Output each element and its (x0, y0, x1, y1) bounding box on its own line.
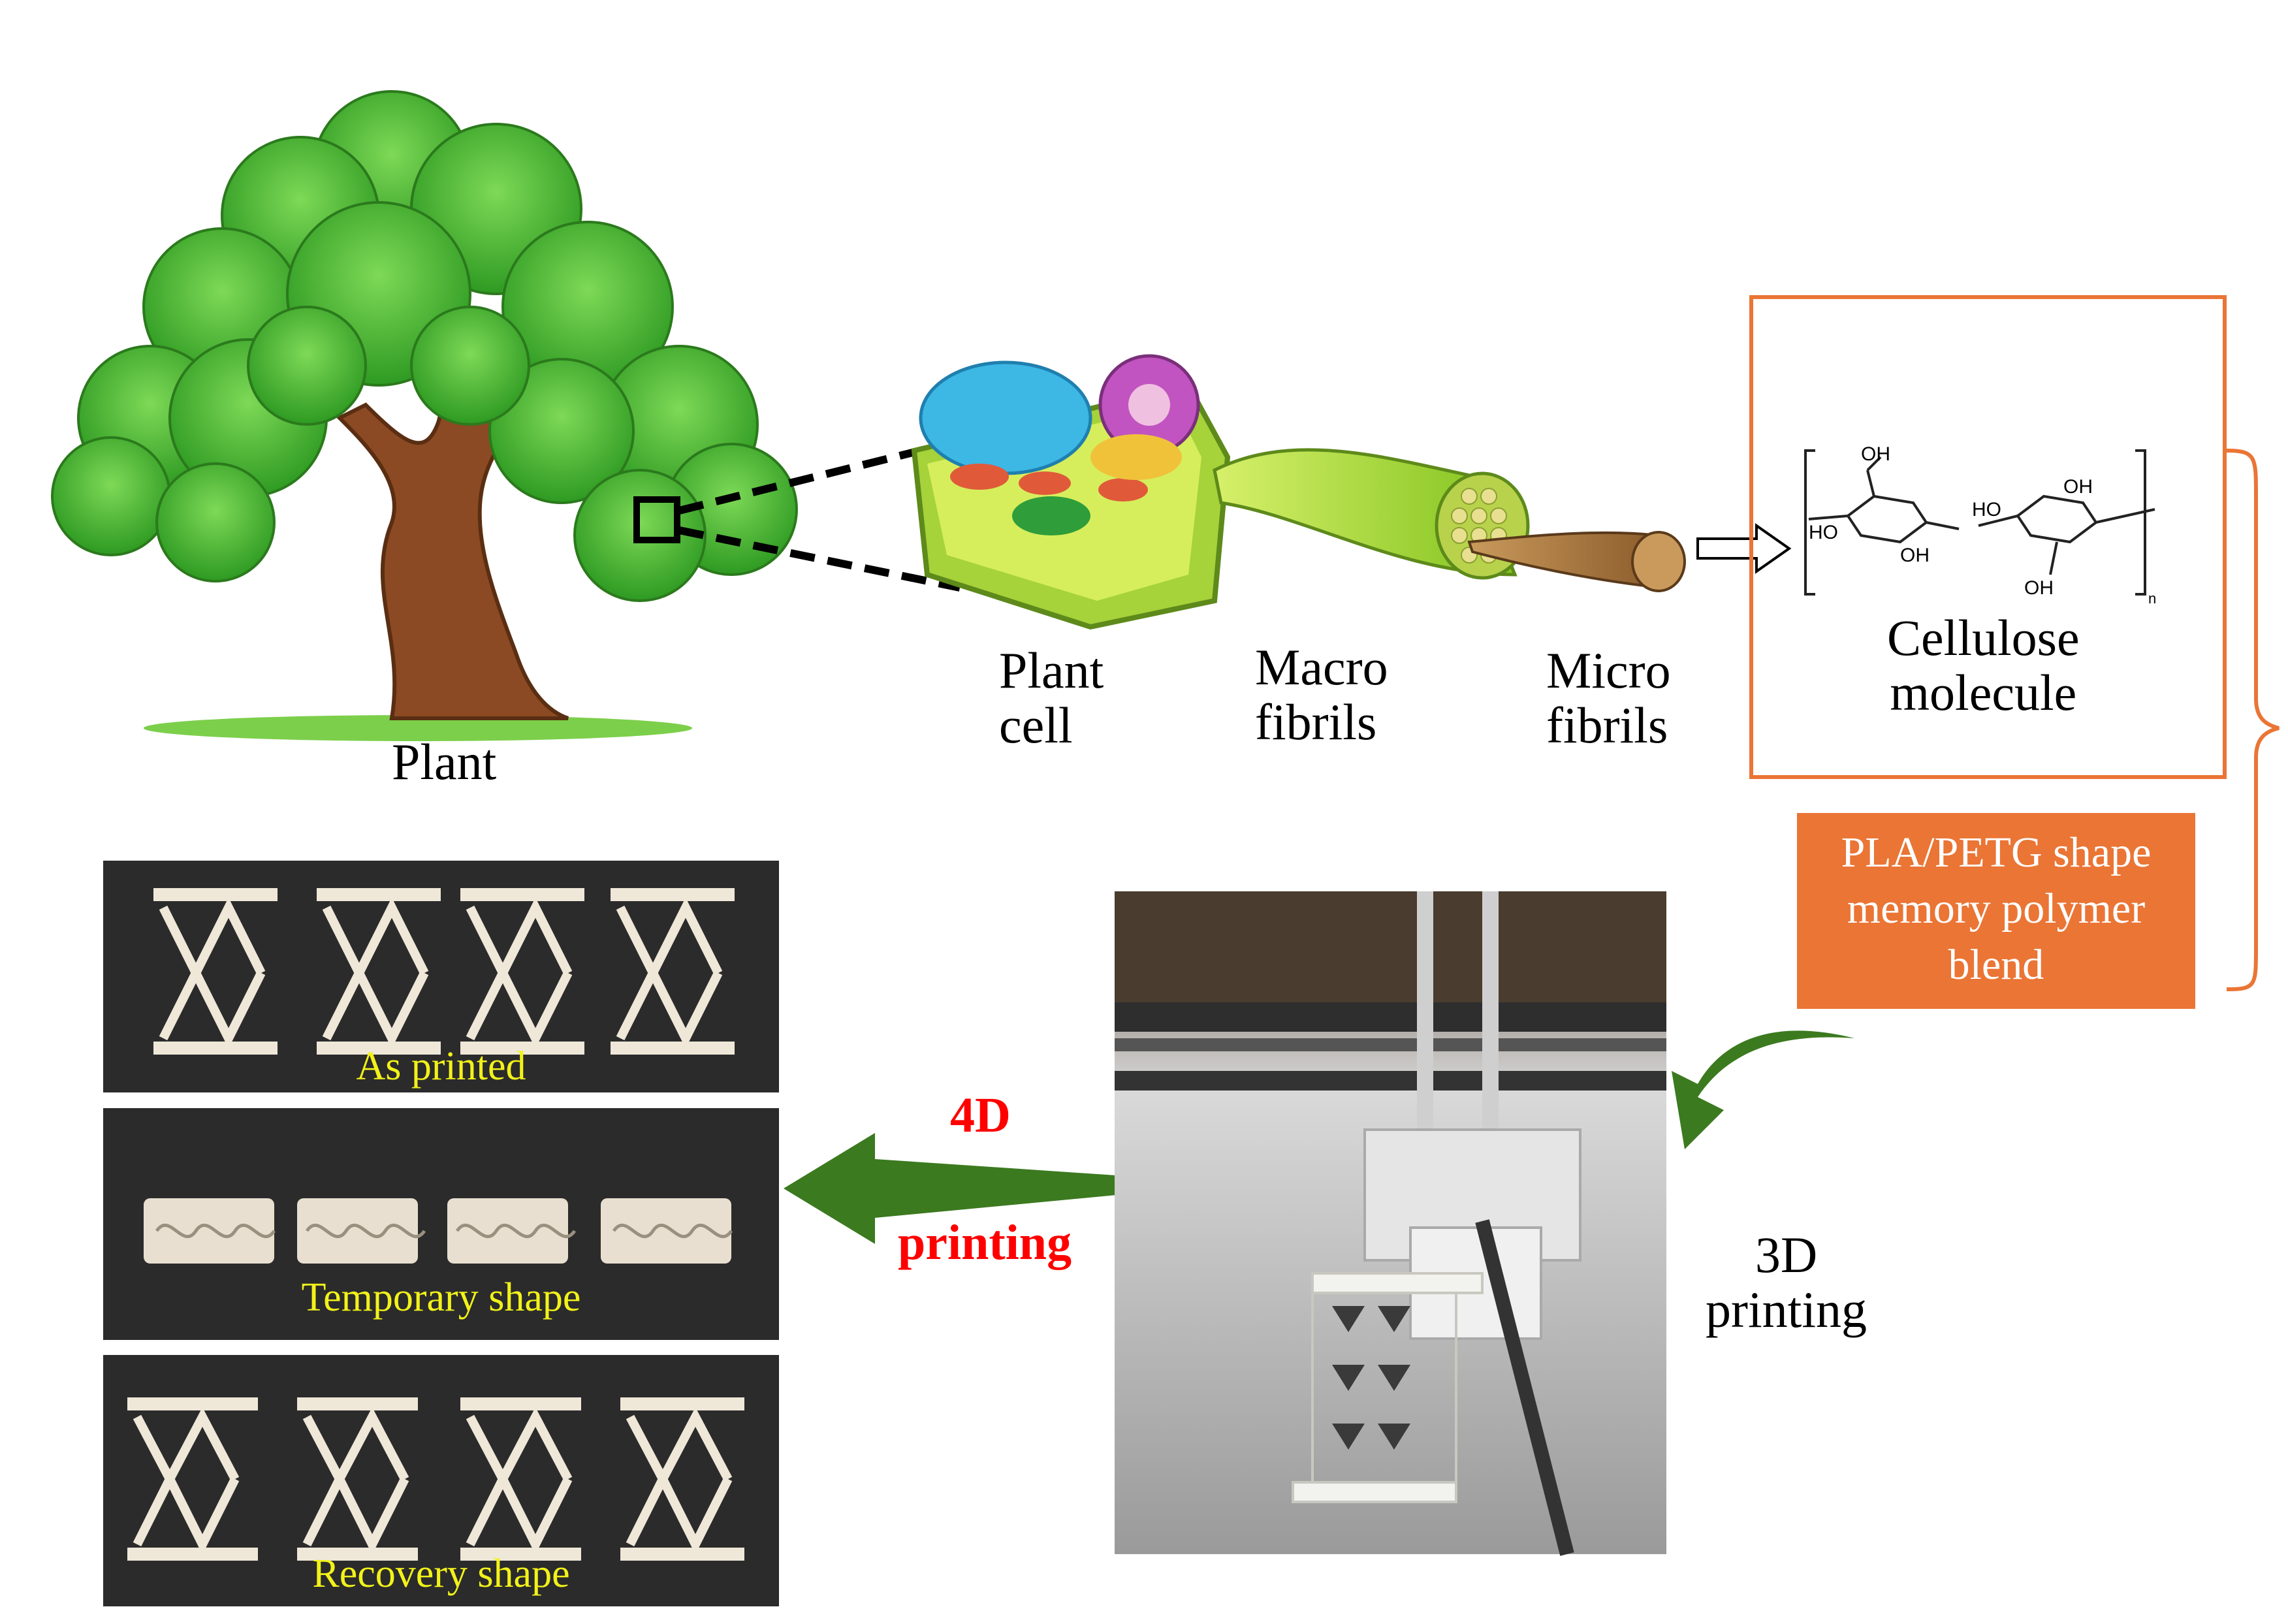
blend-box-line2: memory polymer (1847, 884, 2146, 932)
label-4d: 4D (950, 1088, 1011, 1143)
printer-photo (1115, 891, 1666, 1556)
zoom-line-top (678, 443, 935, 515)
label-macro-line1: Macro (1255, 639, 1388, 695)
caption-temporary-holder: Temporary shape (103, 1108, 779, 1340)
tree-illustration (51, 90, 961, 741)
chem-ho-mid: HO (1972, 499, 2001, 520)
micro-fibril-illustration (1467, 523, 1792, 592)
label-printing-4d: printing (898, 1215, 1072, 1270)
cellulose-structure (1804, 449, 2155, 596)
label-cellulose-line1: Cellulose (1887, 609, 2080, 666)
arrow-to-molecule (1696, 523, 1792, 574)
zoom-square (633, 496, 680, 543)
photo-as-printed (103, 861, 779, 1092)
arrow-4d (784, 1133, 1117, 1244)
zoom-line-bottom (678, 526, 961, 592)
caption-recovery-shape: Recovery shape (312, 1552, 570, 1596)
caption-recovery-holder: Recovery shape (103, 1355, 779, 1606)
chem-oh-bottom: OH (2024, 577, 2054, 599)
label-3d-line2: printing (1706, 1281, 1867, 1339)
label-plant-cell-line2: cell (999, 697, 1073, 754)
label-cellulose-molecule: Cellulose molecule (1887, 609, 2080, 722)
label-plant: Plant (392, 733, 497, 790)
photo-recovery-shape (103, 1355, 779, 1606)
chem-subscript-n: n (2148, 590, 2157, 607)
caption-as-printed: As printed (356, 1044, 526, 1089)
label-plant-cell: Plant cell (999, 643, 1104, 753)
blend-bracket (2226, 449, 2280, 991)
label-macro-line2: fibrils (1255, 693, 1377, 751)
tree-ground (144, 715, 692, 741)
chem-oh-top-left: OH (1861, 443, 1890, 465)
blend-box: PLA/PETG shape memory polymer blend (1797, 813, 2195, 1009)
nucleus-blob (919, 360, 1092, 475)
label-plant-cell-line1: Plant (999, 642, 1104, 699)
label-3d-printing: 3D printing (1706, 1226, 1867, 1339)
blend-box-line1: PLA/PETG shape (1841, 829, 2152, 876)
plant-cell-illustration (911, 354, 1231, 630)
caption-temporary-shape: Temporary shape (301, 1275, 581, 1320)
chem-oh-lower-left: OH (1900, 545, 1930, 566)
chem-oh-top-right: OH (2063, 476, 2093, 498)
blend-box-line3: blend (1948, 940, 2044, 989)
label-micro-line2: fibrils (1546, 697, 1668, 754)
label-cellulose-line2: molecule (1890, 664, 2077, 722)
photo-temporary-shape (103, 1108, 779, 1340)
caption-as-printed-holder: As printed (103, 861, 779, 1092)
label-macro-fibrils: Macro fibrils (1255, 639, 1388, 751)
curved-arrow-3d (1672, 1030, 1854, 1149)
cellulose-frame (1749, 295, 2227, 779)
macro-fibril-illustration (1213, 448, 1530, 580)
chem-ho-left: HO (1809, 522, 1838, 543)
label-3d-line1: 3D (1755, 1226, 1818, 1283)
micro-fibril-end (1631, 531, 1686, 592)
label-micro-fibrils: Micro fibrils (1546, 643, 1671, 753)
label-micro-line1: Micro (1546, 642, 1671, 699)
